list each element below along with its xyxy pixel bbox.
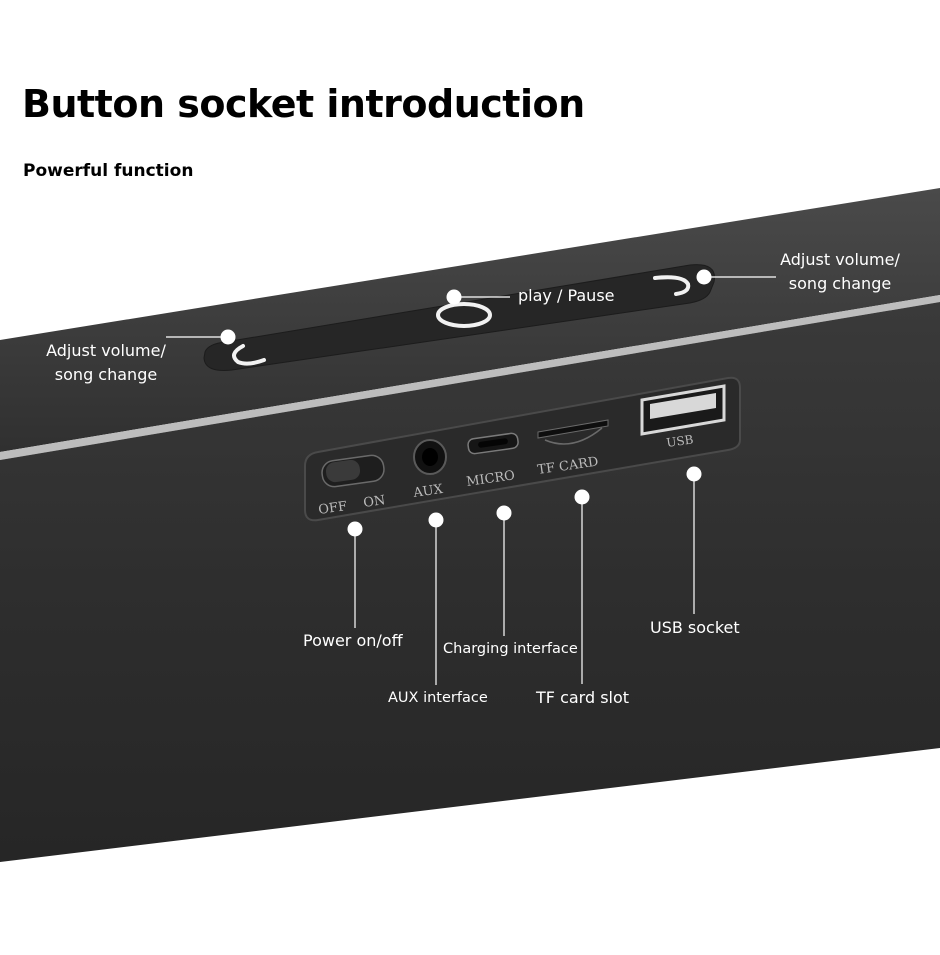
callout-left-volume-line1: Adjust volume/ (46, 341, 166, 360)
callout-charging: Charging interface (443, 641, 578, 657)
page-title: Button socket introduction (22, 82, 585, 126)
callout-aux: AUX interface (388, 690, 488, 706)
callout-dot-power (347, 521, 363, 537)
volume-right-icon (653, 275, 691, 296)
power-switch (321, 454, 385, 488)
callout-dot-usb (686, 466, 702, 482)
aux-port-label: AUX (411, 482, 444, 501)
usb-a-port (640, 384, 726, 436)
micro-port-label: MICRO (465, 468, 515, 490)
callout-dot-right-volume (696, 269, 712, 285)
volume-left-icon (232, 344, 266, 366)
callout-dot-tf (574, 489, 590, 505)
callout-dot-play (446, 289, 462, 305)
control-strip (203, 264, 715, 371)
callout-left-volume-line2: song change (54, 365, 158, 384)
callout-tf: TF card slot (536, 688, 630, 707)
callout-dot-left-volume (220, 329, 236, 345)
micro-usb-port (467, 432, 519, 455)
aux-jack (413, 439, 447, 475)
callout-right-volume: Adjust volume/ song change (772, 248, 908, 296)
callout-right-volume-line2: song change (788, 274, 892, 293)
callout-dot-aux (428, 512, 444, 528)
switch-off-label: OFF (317, 499, 348, 518)
callout-right-volume-line1: Adjust volume/ (780, 250, 900, 269)
usb-port-label: USB (665, 432, 694, 450)
tf-card-slot (537, 419, 609, 445)
callout-power: Power on/off (303, 631, 403, 650)
callout-play-pause: play / Pause (518, 286, 615, 305)
play-pause-icon (436, 302, 492, 328)
speaker-edge-highlight (0, 295, 940, 460)
port-panel (304, 376, 741, 522)
callout-left-volume: Adjust volume/ song change (38, 339, 174, 387)
callout-dot-charging (496, 505, 512, 521)
callout-usb: USB socket (650, 618, 740, 637)
switch-on-label: ON (362, 493, 386, 511)
page-subtitle: Powerful function (23, 161, 194, 181)
